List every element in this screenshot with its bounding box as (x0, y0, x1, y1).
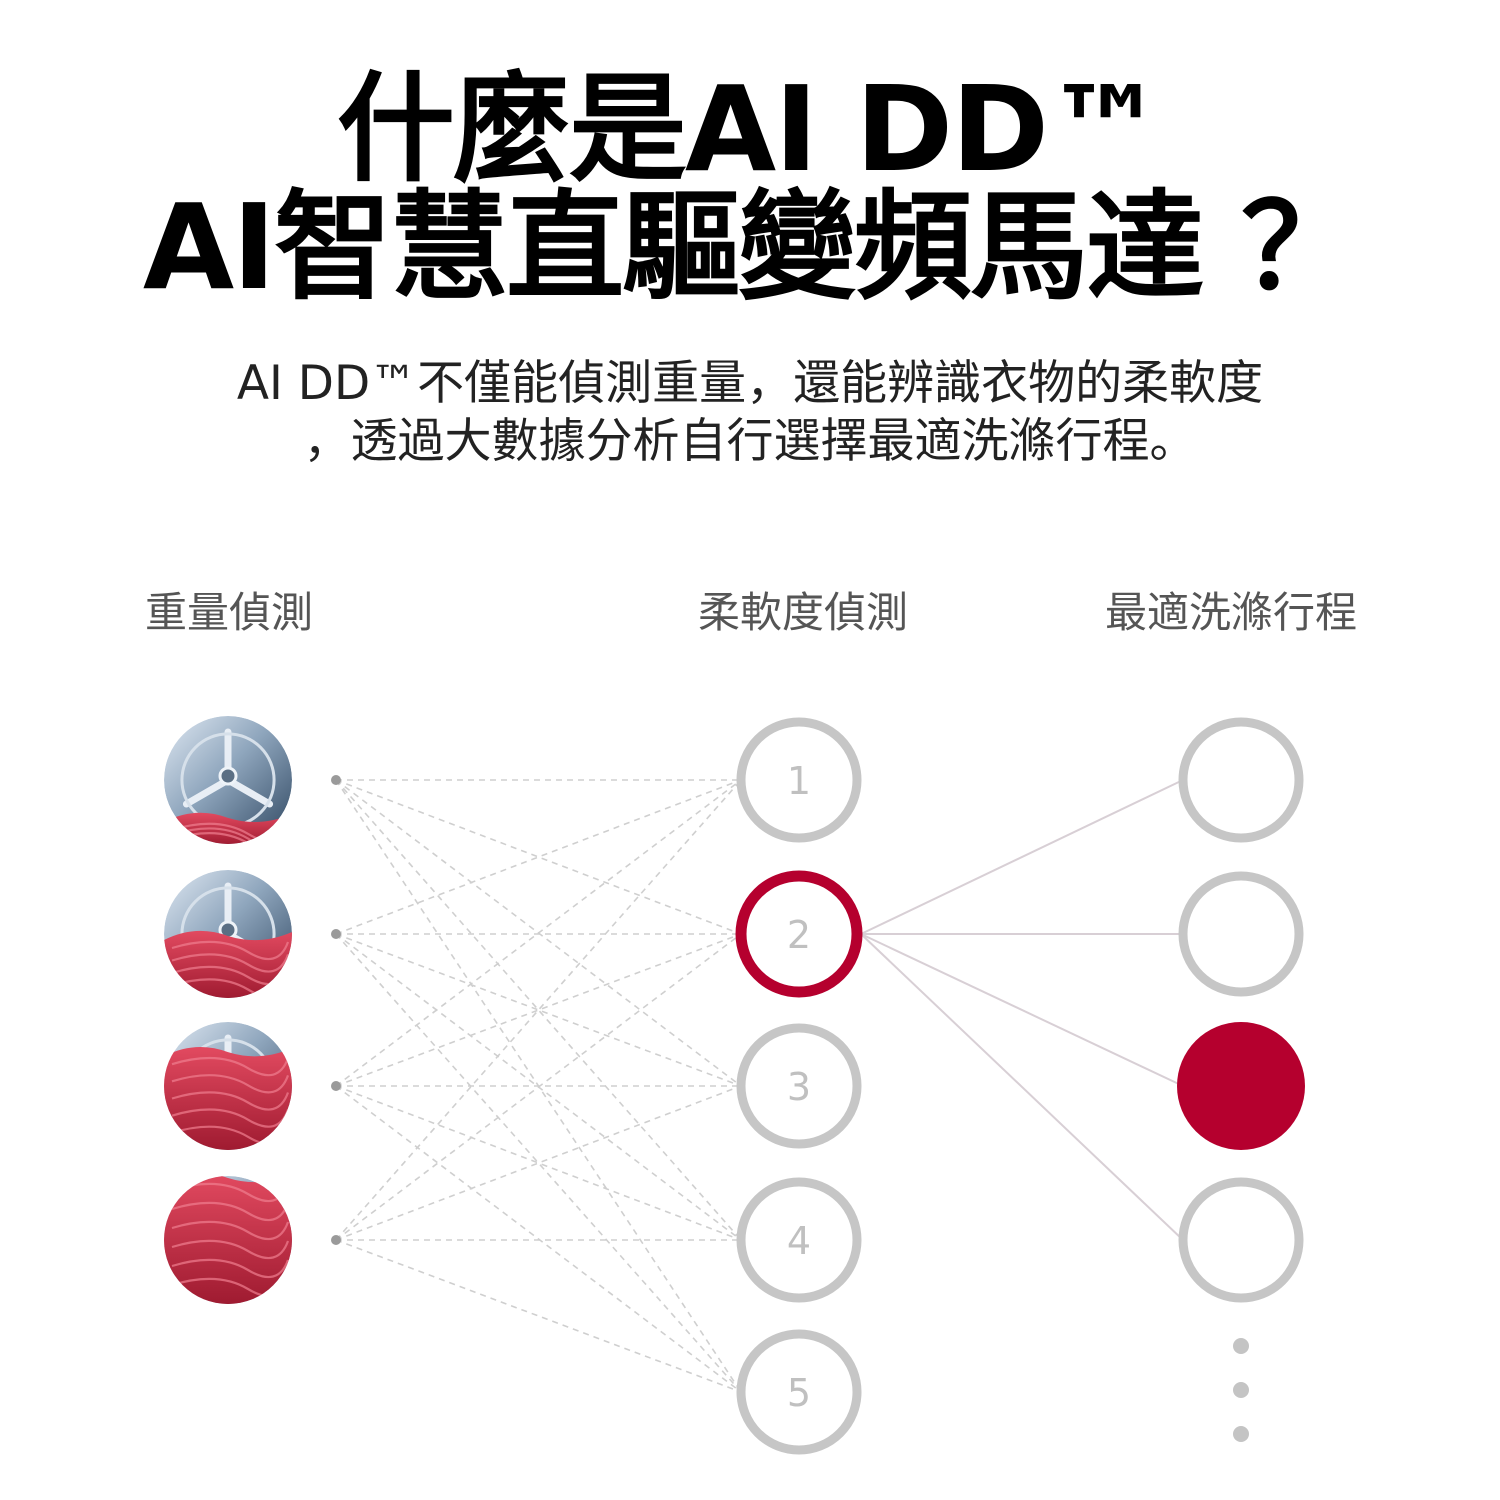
softness-node-2: 2 (735, 870, 863, 998)
fabric-load (164, 1047, 292, 1150)
selected-program-node (1177, 1022, 1305, 1150)
softness-ring (736, 1023, 862, 1149)
drum-spoke (182, 776, 232, 808)
weight-connector-dot (331, 1235, 341, 1245)
fabric-load (164, 930, 292, 998)
program-node (1178, 1177, 1304, 1303)
optimal-program-header: 最適洗滌行程 (1105, 588, 1358, 637)
weight-detection-header: 重量偵測 (145, 588, 314, 637)
program-nodes (1177, 717, 1305, 1442)
weight-softness-link (335, 1239, 742, 1393)
softness-ring (736, 1329, 862, 1455)
weight-nodes (164, 716, 341, 1304)
drum-hub (218, 766, 238, 786)
subtitle-line-1: AI DD™不僅能偵測重量，還能辨識衣物的柔軟度 (236, 356, 1264, 411)
title-line-2: AI智慧直驅變頻馬達 ？ (142, 178, 1359, 316)
more-programs-dot (1233, 1426, 1249, 1442)
softness-label: 3 (787, 1065, 811, 1109)
fabric-fold (171, 1201, 290, 1222)
fabric-load (164, 1176, 292, 1304)
connection-lines (335, 779, 1184, 1393)
weight-softness-link (335, 933, 742, 1241)
fabric-fold (171, 1220, 290, 1241)
drum-spoke (224, 776, 274, 808)
softness-detection-header: 柔軟度偵測 (698, 588, 909, 637)
softness-nodes: 1 2 3 4 5 (735, 717, 863, 1455)
softness-program-link (860, 779, 1184, 935)
softness-label: 2 (787, 913, 811, 957)
weight-node (164, 1022, 341, 1150)
fabric-fold (171, 1074, 290, 1094)
softness-label: 4 (787, 1219, 811, 1263)
program-node (1178, 717, 1304, 843)
softness-node-4: 4 (736, 1177, 862, 1303)
softness-ring (735, 870, 863, 998)
weight-softness-link (335, 779, 742, 1087)
softness-node-5: 5 (736, 1329, 862, 1455)
fabric-fold (171, 1091, 290, 1111)
subtitle-line-2: ，透過大數據分析自行選擇最適洗滌行程。 (303, 414, 1197, 469)
weight-softness-link (335, 1085, 742, 1393)
softness-program-link (860, 933, 1184, 1241)
weight-softness-link (335, 779, 742, 1241)
weight-connector-dot (331, 775, 341, 785)
more-programs-dot (1233, 1382, 1249, 1398)
softness-node-1: 1 (736, 717, 862, 843)
program-node (1178, 871, 1304, 997)
fabric-fold (171, 1108, 290, 1128)
weight-softness-link (335, 933, 742, 1393)
fabric-fold (171, 953, 290, 973)
fabric-fold (171, 940, 290, 961)
fabric-fold (171, 1258, 290, 1279)
softness-program-link (860, 933, 1184, 1087)
weight-connector-dot (331, 1081, 341, 1091)
fabric-fold (171, 1056, 290, 1077)
softness-ring (736, 717, 862, 843)
weight-node (164, 870, 341, 998)
weight-softness-link (335, 779, 742, 1241)
more-programs-dot (1233, 1338, 1249, 1354)
weight-node (164, 1176, 341, 1304)
softness-label: 1 (787, 759, 811, 803)
softness-node-3: 3 (736, 1023, 862, 1149)
weight-connector-dot (331, 929, 341, 939)
fabric-fold (171, 1239, 290, 1260)
title-line-1: 什麼是AI DD™ (336, 60, 1165, 198)
softness-ring (736, 1177, 862, 1303)
weight-node (164, 716, 341, 844)
softness-label: 5 (787, 1371, 811, 1415)
